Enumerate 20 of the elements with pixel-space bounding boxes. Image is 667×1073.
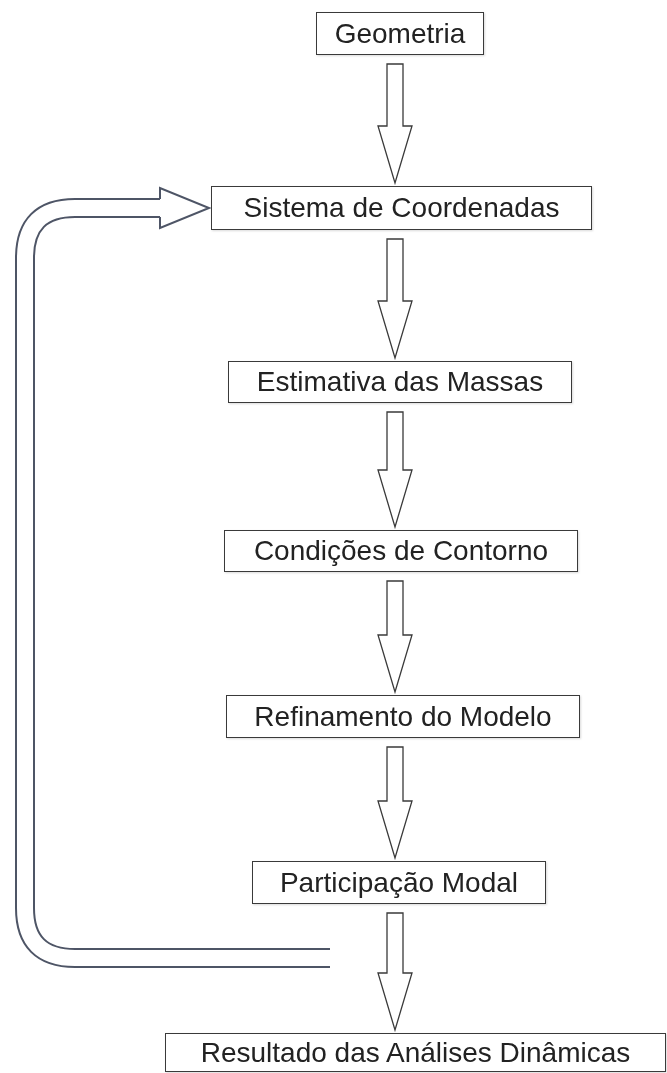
process-box <box>211 186 592 230</box>
process-box <box>226 695 580 738</box>
block-arrow <box>377 411 413 530</box>
process-box <box>224 530 578 572</box>
process-box <box>228 361 572 403</box>
step-label: Geometria <box>334 19 466 48</box>
process-box <box>252 861 546 904</box>
step-label: Estimativa das Massas <box>256 368 544 396</box>
block-arrow <box>377 580 413 695</box>
block-arrow <box>377 746 413 861</box>
step-label: Condições de Contorno <box>253 537 549 565</box>
block-arrow <box>377 63 413 186</box>
process-box <box>165 1033 666 1072</box>
step-label: Resultado das Análises Dinâmicas <box>200 1038 631 1067</box>
process-box <box>316 12 484 55</box>
step-label: Participação Modal <box>279 868 519 897</box>
block-arrow <box>377 912 413 1033</box>
step-label: Refinamento do Modelo <box>254 702 552 731</box>
step-label: Sistema de Coordenadas <box>243 194 560 222</box>
block-arrow <box>377 238 413 361</box>
